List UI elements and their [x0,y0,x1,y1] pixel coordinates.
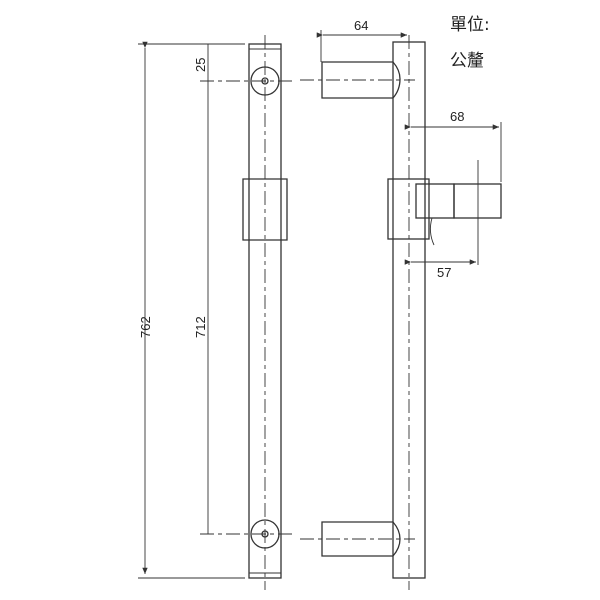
unit-label-line2: 公釐 [450,51,484,71]
dim-762: 762 [138,316,153,338]
dim-64: 64 [354,18,368,33]
dim-57: 57 [437,265,451,280]
unit-label-line1: 單位: [450,15,490,35]
side-view-bar [300,35,502,590]
front-view-bar [200,35,295,590]
dim-712: 712 [193,316,208,338]
dim-68: 68 [450,109,464,124]
dim-25: 25 [193,58,208,72]
